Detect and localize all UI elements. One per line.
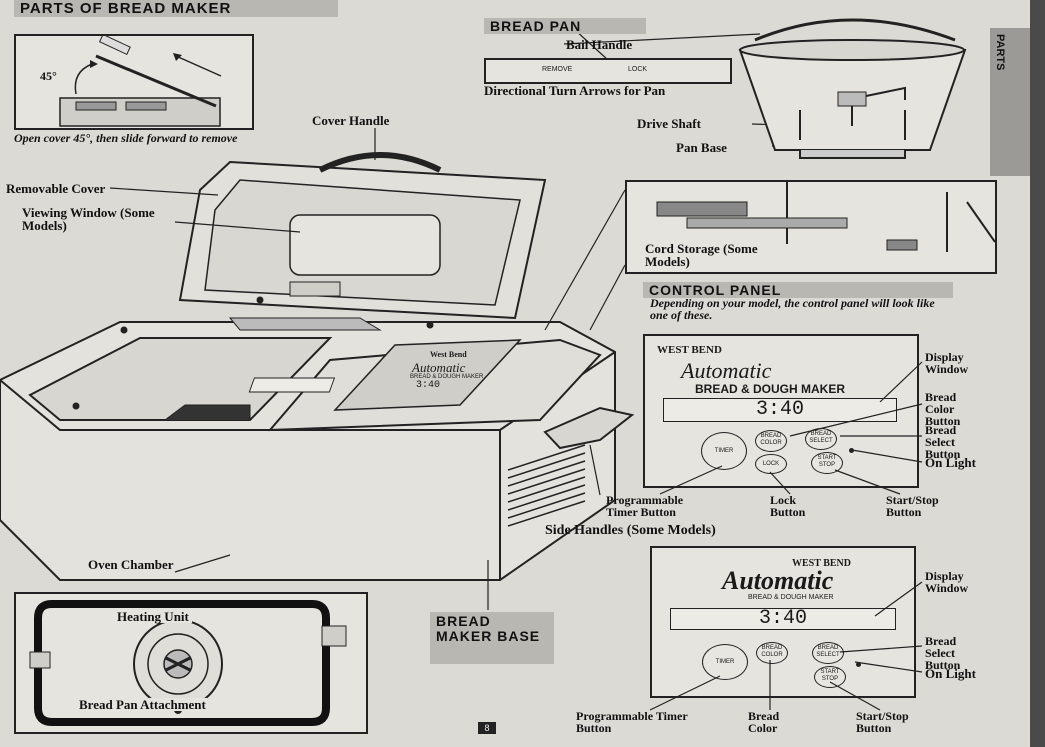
panel2-on-light — [856, 662, 861, 667]
machine-panel-display: 3:40 — [416, 380, 441, 391]
panel2-bread-select-label: Bread Select Button — [925, 634, 961, 672]
machine-panel-subtitle: BREAD & DOUGH MAKER — [410, 374, 484, 380]
panel2-on-light-label: On Light — [925, 666, 976, 681]
machine-panel-brand: West Bend — [430, 350, 467, 359]
panel1-on-light — [849, 448, 854, 453]
heating-unit-inset: Heating Unit Bread Pan Attachment — [14, 592, 368, 734]
bread-pan-attachment-label: Bread Pan Attachment — [76, 698, 209, 711]
bread-maker-base-label: BREAD MAKER BASE — [430, 612, 554, 664]
right-edge-shadow — [1030, 0, 1045, 747]
panel2-bread-select-button[interactable]: BREAD SELECT — [812, 642, 844, 664]
directional-arrows-label: Directional Turn Arrows for Pan — [484, 83, 666, 98]
section-title: PARTS OF BREAD MAKER — [14, 0, 338, 17]
turn-arrows-strip: REMOVE LOCK — [484, 58, 732, 84]
control-panel-1: WEST BEND Automatic BREAD & DOUGH MAKER … — [643, 334, 919, 488]
cover-slide-illustration — [59, 36, 222, 127]
cover-inset-caption: Open cover 45°, then slide forward to re… — [14, 131, 238, 145]
heating-unit-label: Heating Unit — [114, 610, 192, 623]
removable-cover-label: Removable Cover — [6, 181, 106, 196]
panel1-script: Automatic — [681, 358, 772, 383]
viewing-window-label: Viewing Window (Some Models) — [22, 205, 155, 233]
panel1-lock-label: Lock Button — [770, 493, 806, 519]
control-panel-title: CONTROL PANEL — [643, 282, 953, 298]
panel1-bread-color-button[interactable]: BREAD COLOR — [755, 430, 787, 452]
page-number: 8 — [478, 722, 496, 734]
panel1-display-window-label: Display Window — [925, 350, 969, 376]
panel1-brand: WEST BEND — [657, 344, 722, 356]
panel2-bread-color-label: Bread Color — [748, 709, 780, 735]
drive-shaft-label: Drive Shaft — [637, 116, 701, 131]
panel1-start-stop-label: Start/Stop Button — [886, 493, 939, 519]
panel1-start-stop-button[interactable]: START STOP — [811, 452, 843, 474]
cover-angle-label: 45° — [40, 69, 57, 83]
panel2-subtitle: BREAD & DOUGH MAKER — [748, 594, 834, 601]
pan-base-label: Pan Base — [676, 140, 727, 155]
panel2-timer-button[interactable]: TIMER — [702, 644, 748, 680]
panel1-bread-select-label: Bread Select Button — [925, 423, 961, 461]
panel1-timer-button[interactable]: TIMER — [701, 432, 747, 470]
cord-storage-label: Cord Storage (Some Models) — [645, 241, 758, 269]
arrow-remove-text: REMOVE — [542, 66, 573, 73]
cover-inset-box: 45° — [14, 34, 254, 130]
panel1-bread-color-label: Bread Color Button — [925, 390, 961, 428]
panel1-bread-select-button[interactable]: BREAD SELECT — [805, 428, 837, 450]
panel1-subtitle: BREAD & DOUGH MAKER — [695, 382, 845, 396]
panel2-start-stop-button[interactable]: START STOP — [814, 666, 846, 688]
panel2-brand: WEST BEND — [792, 558, 852, 569]
side-handles-label: Side Handles (Some Models) — [545, 523, 716, 538]
arrow-lock-text: LOCK — [628, 66, 648, 73]
knead-bar-label: Knead Bar — [840, 64, 902, 79]
control-panel-intro: Depending on your model, the control pan… — [650, 296, 935, 322]
panel2-bread-color-button[interactable]: BREAD COLOR — [756, 642, 788, 664]
oven-chamber-label: Oven Chamber — [88, 557, 174, 572]
bail-handle-label: Bail Handle — [566, 37, 633, 52]
cover-handle-label: Cover Handle — [312, 113, 390, 128]
panel2-display: 3:40 — [670, 608, 896, 630]
panel2-start-stop-label: Start/Stop Button — [856, 709, 909, 735]
panel1-on-light-label: On Light — [925, 455, 976, 470]
panel1-timer-label: Programmable Timer Button — [606, 493, 684, 519]
panel1-lock-button[interactable]: LOCK — [755, 454, 787, 474]
machine-panel-script: Automatic — [412, 360, 466, 375]
heating-unit-illustration — [29, 600, 347, 726]
cord-storage-inset: Cord Storage (Some Models) — [625, 180, 997, 274]
control-panel-2: WEST BEND Automatic BREAD & DOUGH MAKER … — [650, 546, 916, 698]
bread-pan-title: BREAD PAN — [484, 18, 646, 34]
panel2-timer-label: Programmable Timer Button — [576, 709, 688, 735]
panel2-display-window-label: Display Window — [925, 569, 969, 595]
side-tab-label: PARTS — [994, 34, 1006, 71]
panel2-script: Automatic — [722, 566, 834, 595]
side-tab: PARTS — [990, 28, 1030, 176]
panel1-display: 3:40 — [663, 398, 897, 422]
cord-storage-illustration — [656, 182, 995, 252]
